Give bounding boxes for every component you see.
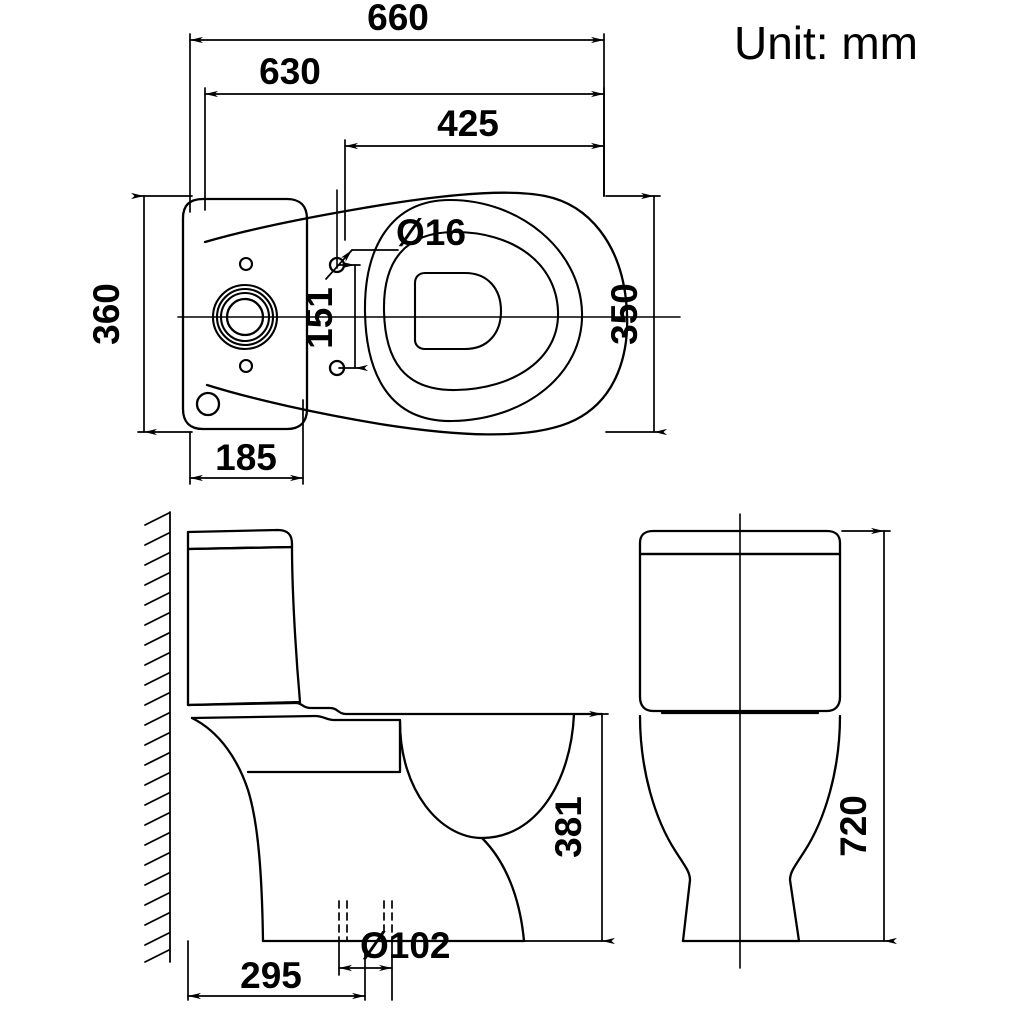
dim-label-720: 720	[833, 795, 874, 857]
dim-label-660: 660	[367, 0, 429, 38]
dim-label-381: 381	[548, 796, 589, 858]
dim-label-360: 360	[86, 283, 127, 345]
tank-hole-corner	[195, 391, 221, 417]
seat-inner-ring	[382, 230, 560, 392]
dim-381-group	[524, 710, 615, 945]
dim-label-295: 295	[240, 955, 302, 996]
dim-151-group	[338, 261, 368, 372]
unit-note: Unit: mm	[734, 17, 918, 69]
wall-hatch	[144, 511, 171, 963]
dim-label-350: 350	[604, 283, 645, 345]
dim-295-group	[187, 940, 366, 1001]
dim-label-185: 185	[215, 437, 277, 478]
front-view-pan	[638, 711, 842, 943]
flush-opening-plan	[413, 271, 503, 351]
tank-hole-bottom	[238, 358, 254, 374]
side-view-outlet	[338, 900, 393, 1001]
top-view-extension-lines	[137, 33, 661, 485]
flush-valve-plan	[211, 283, 279, 351]
top-view-dimension-lines	[131, 36, 667, 482]
dim-label-diameter-102: Ø102	[360, 925, 451, 966]
seat-outer-ring	[363, 198, 584, 423]
bowl-plan-outline	[203, 191, 629, 436]
front-view-cistern	[638, 529, 842, 713]
dim-label-151: 151	[299, 287, 340, 349]
cistern-plan-outline	[181, 197, 309, 431]
dim-label-630: 630	[259, 51, 321, 92]
side-view-pan	[186, 701, 604, 943]
dim-label-diameter-16: Ø16	[396, 212, 466, 253]
side-view-cistern	[186, 528, 302, 707]
dim-label-425: 425	[437, 103, 499, 144]
tank-hole-top	[238, 256, 254, 272]
dim-720-group	[799, 527, 897, 945]
